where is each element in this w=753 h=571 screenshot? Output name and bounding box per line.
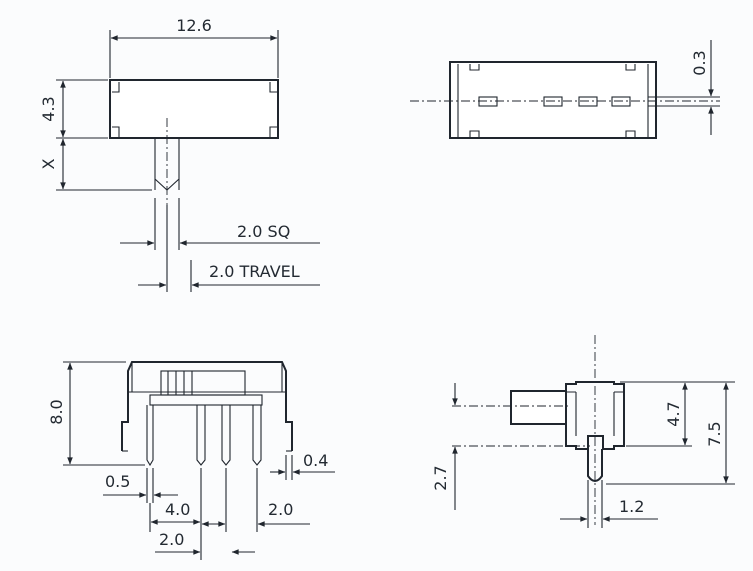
pin-width-label: 0.5	[105, 472, 130, 491]
pin	[146, 405, 154, 467]
actuator-side	[510, 390, 567, 425]
contact-slot	[611, 96, 631, 107]
pin-side	[587, 449, 603, 482]
end-view-body	[449, 61, 657, 139]
pin-thickness-label: 0.4	[303, 451, 328, 470]
travel-label: 2.0 TRAVEL	[209, 262, 300, 281]
front-view-housing	[121, 361, 293, 451]
width-label: 12.6	[176, 16, 212, 35]
actuator-size-label: 2.0 SQ	[237, 222, 290, 241]
pin	[196, 405, 206, 466]
front-height-label: 8.0	[47, 399, 66, 424]
top-view: 12.6 4.3 X 2.0 SQ 2.0 TRAVEL	[39, 16, 320, 292]
slider-actuator	[160, 370, 246, 396]
side-view: 4.7 7.5 2.7 1.2	[431, 335, 735, 528]
pin	[252, 405, 262, 466]
height-label: 4.3	[39, 96, 58, 121]
side-view-body	[565, 381, 625, 450]
top-view-body	[109, 79, 279, 139]
pin-dia-label: 1.2	[619, 497, 644, 516]
offset-label: 0.3	[690, 50, 709, 75]
overall-height-label: 7.5	[705, 421, 724, 446]
pin	[221, 405, 231, 466]
end-view: 0.3	[410, 40, 720, 139]
body-height-label: 4.7	[664, 401, 683, 426]
contact-slot	[543, 96, 563, 107]
contact-slot	[578, 96, 598, 107]
contact-slot	[478, 96, 498, 107]
pitch-a-label: 4.0	[165, 500, 190, 519]
pin-row	[122, 405, 292, 467]
pitch-b-label: 2.0	[268, 500, 293, 519]
actuator-length-label: X	[39, 158, 58, 169]
pin-offset-label: 2.7	[431, 465, 450, 490]
pitch-c-label: 2.0	[159, 530, 184, 549]
front-view: 8.0 0.5 0.4 4.0 2.0 2.0	[47, 361, 335, 560]
